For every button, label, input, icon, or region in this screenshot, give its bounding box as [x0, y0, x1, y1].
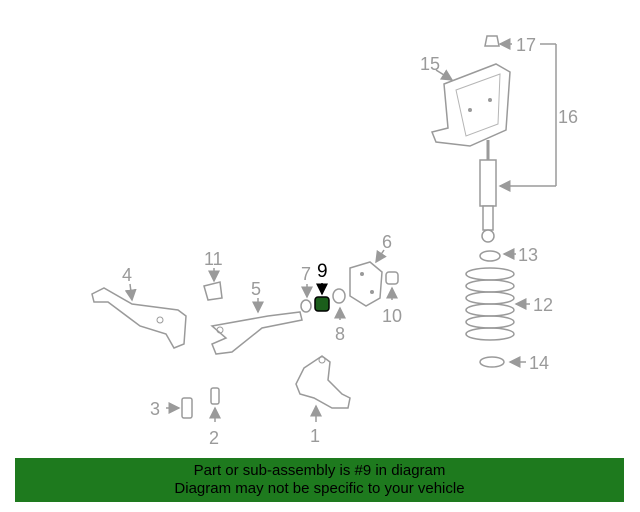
- part-label-14[interactable]: 14: [529, 353, 549, 373]
- part-label-6[interactable]: 6: [382, 232, 392, 252]
- part-label-1[interactable]: 1: [310, 426, 320, 446]
- part-label-2[interactable]: 2: [209, 428, 219, 448]
- part-label-5[interactable]: 5: [251, 279, 261, 299]
- part-9-bushing-highlighted[interactable]: [314, 283, 330, 312]
- part-12-coil-spring[interactable]: [465, 267, 530, 341]
- part-label-4[interactable]: 4: [122, 265, 132, 285]
- info-line-1: Part or sub-assembly is #9 in diagram: [193, 462, 446, 479]
- part-16-bracket-line: [498, 44, 557, 192]
- part-label-12[interactable]: 12: [533, 295, 553, 315]
- part-label-17: 17: [516, 35, 536, 55]
- part-8-washer[interactable]: [332, 288, 346, 320]
- part-11-bracket[interactable]: [203, 268, 223, 301]
- part-label-10[interactable]: 10: [382, 306, 402, 326]
- part-2-ball-joint[interactable]: [209, 387, 221, 422]
- part-label-15[interactable]: 15: [420, 54, 440, 74]
- part-1-steering-knuckle[interactable]: [295, 355, 351, 422]
- part-3-ball-joint[interactable]: [166, 397, 193, 419]
- part-label-7[interactable]: 7: [301, 264, 311, 284]
- part-label-3[interactable]: 3: [150, 399, 160, 419]
- part-label-13[interactable]: 13: [518, 245, 538, 265]
- part-7-washer[interactable]: [300, 284, 313, 313]
- part-label-8[interactable]: 8: [335, 324, 345, 344]
- part-label-11[interactable]: 11: [204, 249, 223, 269]
- part-17-bump-stop[interactable]: 17: [484, 35, 556, 55]
- part-13-insulator[interactable]: [479, 248, 516, 262]
- part-4-control-arm[interactable]: [91, 283, 187, 349]
- part-5-radius-arm[interactable]: [210, 298, 303, 355]
- part-16-shock-absorber[interactable]: [479, 140, 497, 243]
- info-line-2: Diagram may not be specific to your vehi…: [174, 480, 465, 497]
- part-6-bracket[interactable]: [349, 249, 387, 307]
- part-14-lower-insulator[interactable]: [479, 356, 526, 368]
- info-banner: Part or sub-assembly is #9 in diagram Di…: [15, 458, 624, 502]
- part-label-16[interactable]: 16: [558, 107, 578, 127]
- part-15-mount-bracket[interactable]: [430, 63, 511, 147]
- part-10-bushing[interactable]: [385, 271, 399, 300]
- part-label-9[interactable]: 9: [317, 261, 328, 282]
